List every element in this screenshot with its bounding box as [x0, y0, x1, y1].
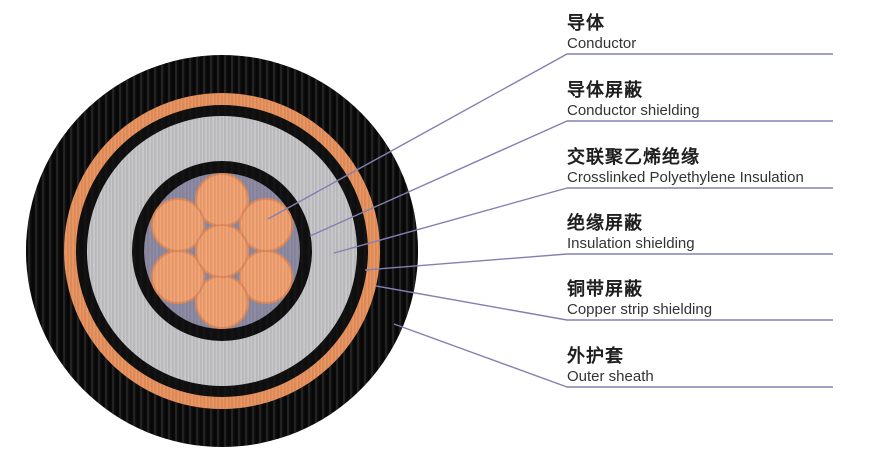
- leader-line-conductor: [267, 53, 833, 220]
- leader-line-conductor-shielding: [309, 120, 833, 237]
- leader-lines: [267, 53, 833, 388]
- cable-cross-section: [26, 55, 418, 447]
- cable-scanline-texture: [26, 55, 418, 447]
- leader-line-outer-sheath: [393, 323, 833, 388]
- leader-line-insulation-shielding: [364, 253, 833, 271]
- leader-line-xlpe-insulation: [333, 187, 833, 254]
- leader-line-copper-strip-shielding: [375, 285, 833, 321]
